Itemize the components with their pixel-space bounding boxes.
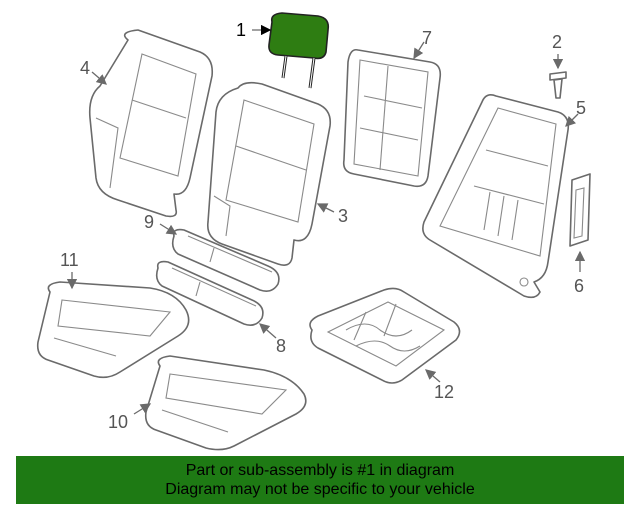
parts-diagram: 1 4 3 7 2 5: [36, 12, 591, 451]
bolster-part-8[interactable]: [155, 260, 264, 326]
callout-1: 1: [236, 20, 246, 40]
banner-line-2: Diagram may not be specific to your vehi…: [165, 481, 475, 498]
callout-3: 3: [338, 206, 348, 226]
callout-4: 4: [80, 58, 90, 78]
callout-8: 8: [276, 336, 286, 356]
callout-11: 11: [60, 250, 79, 270]
back-panel-part-7[interactable]: [342, 48, 442, 188]
headrest-part-1[interactable]: [268, 12, 330, 89]
callout-10: 10: [108, 412, 128, 432]
callout-6: 6: [574, 276, 584, 296]
seat-back-pad-part-3[interactable]: [206, 81, 332, 266]
info-banner: Part or sub-assembly is #1 in diagram Di…: [16, 456, 624, 504]
callout-7: 7: [422, 28, 432, 48]
callout-2: 2: [552, 32, 562, 52]
side-trim-part-6[interactable]: [569, 173, 591, 247]
seat-back-frame-part-5[interactable]: [422, 94, 570, 299]
callout-9: 9: [144, 212, 154, 232]
seat-cushion-pad-part-10[interactable]: [144, 355, 307, 451]
callout-5: 5: [576, 98, 586, 118]
callout-12: 12: [434, 382, 454, 402]
banner-line-1: Part or sub-assembly is #1 in diagram: [185, 462, 455, 479]
clip-part-2[interactable]: [549, 71, 567, 99]
seat-back-cover-part-4[interactable]: [88, 29, 214, 218]
bolster-part-9[interactable]: [171, 228, 280, 292]
seat-cushion-cover-part-11[interactable]: [36, 281, 190, 379]
seat-frame-part-12[interactable]: [309, 287, 461, 384]
